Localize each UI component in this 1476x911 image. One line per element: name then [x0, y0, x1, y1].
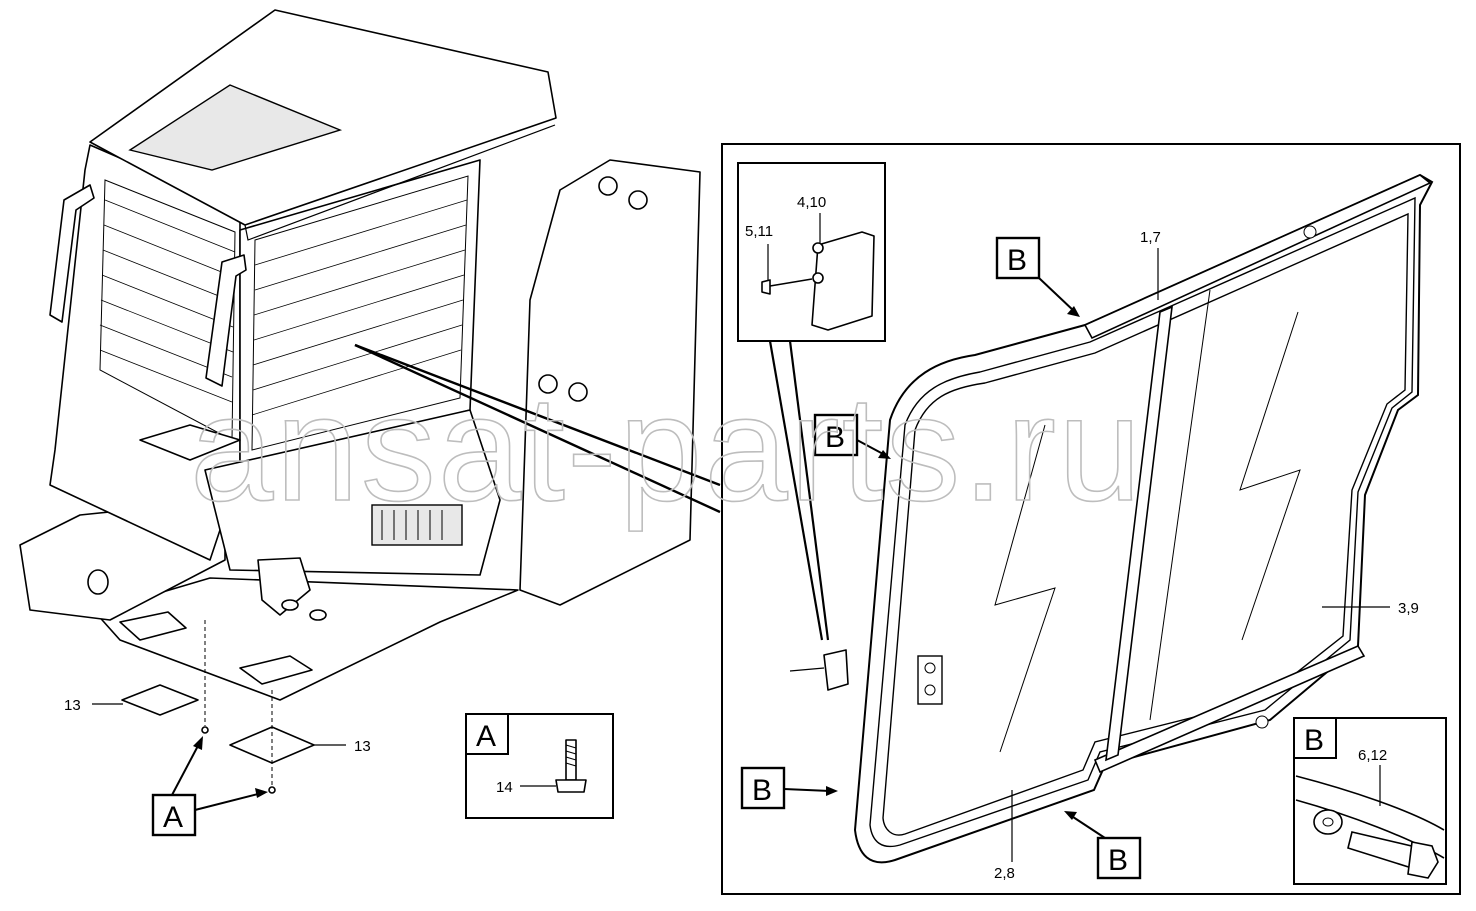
callout-5-11: 5,11: [745, 223, 773, 240]
inset-b-surface-1: [1295, 775, 1445, 831]
grille-mesh-main-pattern: [251, 199, 468, 416]
detail-a: A 14: [465, 713, 614, 819]
bolt-6-12-head: [1407, 841, 1439, 879]
detail-a-tag-box: [465, 713, 509, 755]
tag-a-main: A: [163, 801, 183, 834]
tag-b-bottom-left: B: [752, 774, 772, 807]
inset-leader-1: [768, 340, 824, 641]
bracket-hole-2: [812, 272, 824, 284]
floor-cover-left: [119, 611, 187, 641]
bottom-rail: [1093, 644, 1366, 774]
tag-b-top-arrowhead: [1067, 306, 1080, 317]
detail-leader-1: [354, 343, 721, 487]
latch-bolt-1: [924, 662, 936, 674]
tag-b-bottom-mid-box: [1096, 836, 1142, 880]
glass-reflection-left: [994, 424, 1056, 753]
slide-divider: [1105, 305, 1173, 762]
callout-3-9: 3,9: [1398, 600, 1419, 617]
inset-b-tag-box: [1293, 717, 1337, 759]
tag-b-left: B: [825, 421, 845, 454]
bolt-14-head: [555, 779, 587, 793]
bolt-14-thread: [565, 744, 577, 767]
side-hole-1: [598, 176, 618, 196]
watermark: ansat-parts.ru: [190, 364, 1143, 532]
inset-b-tag: B: [1304, 724, 1324, 757]
callout-13-b: 13: [354, 738, 371, 755]
tag-a-arrow-1: [171, 741, 201, 796]
callout-4-10: 4,10: [797, 194, 826, 211]
floor-plate: [94, 577, 519, 701]
cab-side-wall: [519, 159, 701, 606]
tag-b-bottom-mid-arrowhead: [1064, 811, 1077, 820]
side-hole-2: [628, 190, 648, 210]
cab-roof: [89, 9, 557, 226]
screw-small: [789, 667, 825, 672]
callout-2-8: 2,8: [994, 865, 1015, 882]
callout-1-7: 1,7: [1140, 229, 1161, 246]
screw-2: [268, 786, 276, 794]
side-hole-4: [568, 382, 588, 402]
tag-a-main-box: [151, 793, 197, 837]
screw-5-11-shaft: [769, 278, 813, 287]
mount-1: [281, 599, 299, 611]
control-box-detail: [381, 510, 443, 540]
tag-b-top-arrow: [1038, 277, 1076, 313]
bracket-hole-1: [812, 242, 824, 254]
floor-cover-right: [239, 655, 313, 685]
tag-b-left-arrowhead: [878, 450, 891, 459]
cover-plate-upper: [121, 684, 199, 716]
side-hole-3: [538, 374, 558, 394]
top-rail: [1083, 174, 1432, 340]
tag-b-left-arrow: [856, 439, 886, 456]
tag-a-arrowhead-1: [193, 736, 203, 750]
handle-left: [49, 184, 95, 323]
tag-b-bottom-mid-arrow: [1069, 814, 1106, 839]
detail-leader-2: [354, 343, 721, 514]
callout-14: 14: [496, 779, 513, 796]
glass-edge: [1149, 289, 1211, 721]
frame-inner-1: [869, 196, 1416, 848]
control-box: [371, 504, 463, 546]
tag-b-bottom-left-arrowhead: [826, 786, 838, 796]
tag-a-arrow-2: [194, 792, 263, 811]
detail-frame-border: [721, 143, 1461, 895]
frame-inner-2: [882, 212, 1409, 836]
roof-edge: [244, 124, 556, 241]
mount-2: [309, 609, 327, 621]
tag-b-bottom-left-arrow: [783, 788, 831, 792]
window-frame-detail: 5,11 4,10 1,7 3,9 2,8: [721, 143, 1461, 895]
bracket-small: [823, 649, 849, 691]
bracket-4-10: [811, 231, 875, 331]
pin-top: [1303, 225, 1317, 239]
seat-base: [139, 424, 241, 461]
base-hole: [87, 569, 109, 595]
frame-outer: [853, 173, 1434, 864]
tag-b-left-box: [813, 413, 859, 457]
inset-leader-2: [788, 340, 830, 641]
grille-mesh-main: [251, 175, 469, 451]
tag-b-bottom-left-box: [740, 766, 786, 810]
callout-13-a: 13: [64, 697, 81, 714]
handle-main: [205, 254, 247, 387]
callout-6-12: 6,12: [1358, 747, 1387, 764]
screw-5-11-head: [761, 279, 771, 295]
pin-bottom: [1255, 715, 1269, 729]
roof-panel: [128, 84, 343, 171]
latch-bolt-2: [924, 684, 936, 696]
cover-plates: 13 13 A: [64, 620, 371, 837]
washer-hole: [1322, 817, 1334, 827]
screw-1: [201, 726, 209, 734]
tag-b-top-box: [995, 236, 1041, 280]
detail-a-tag: A: [476, 720, 496, 753]
glass-reflection-right: [1239, 311, 1301, 641]
tag-b-bottom-mid: B: [1108, 844, 1128, 877]
tag-a-arrowhead-2: [255, 788, 268, 798]
tag-b-top: B: [1007, 244, 1027, 277]
cab-assembly: [19, 9, 721, 701]
